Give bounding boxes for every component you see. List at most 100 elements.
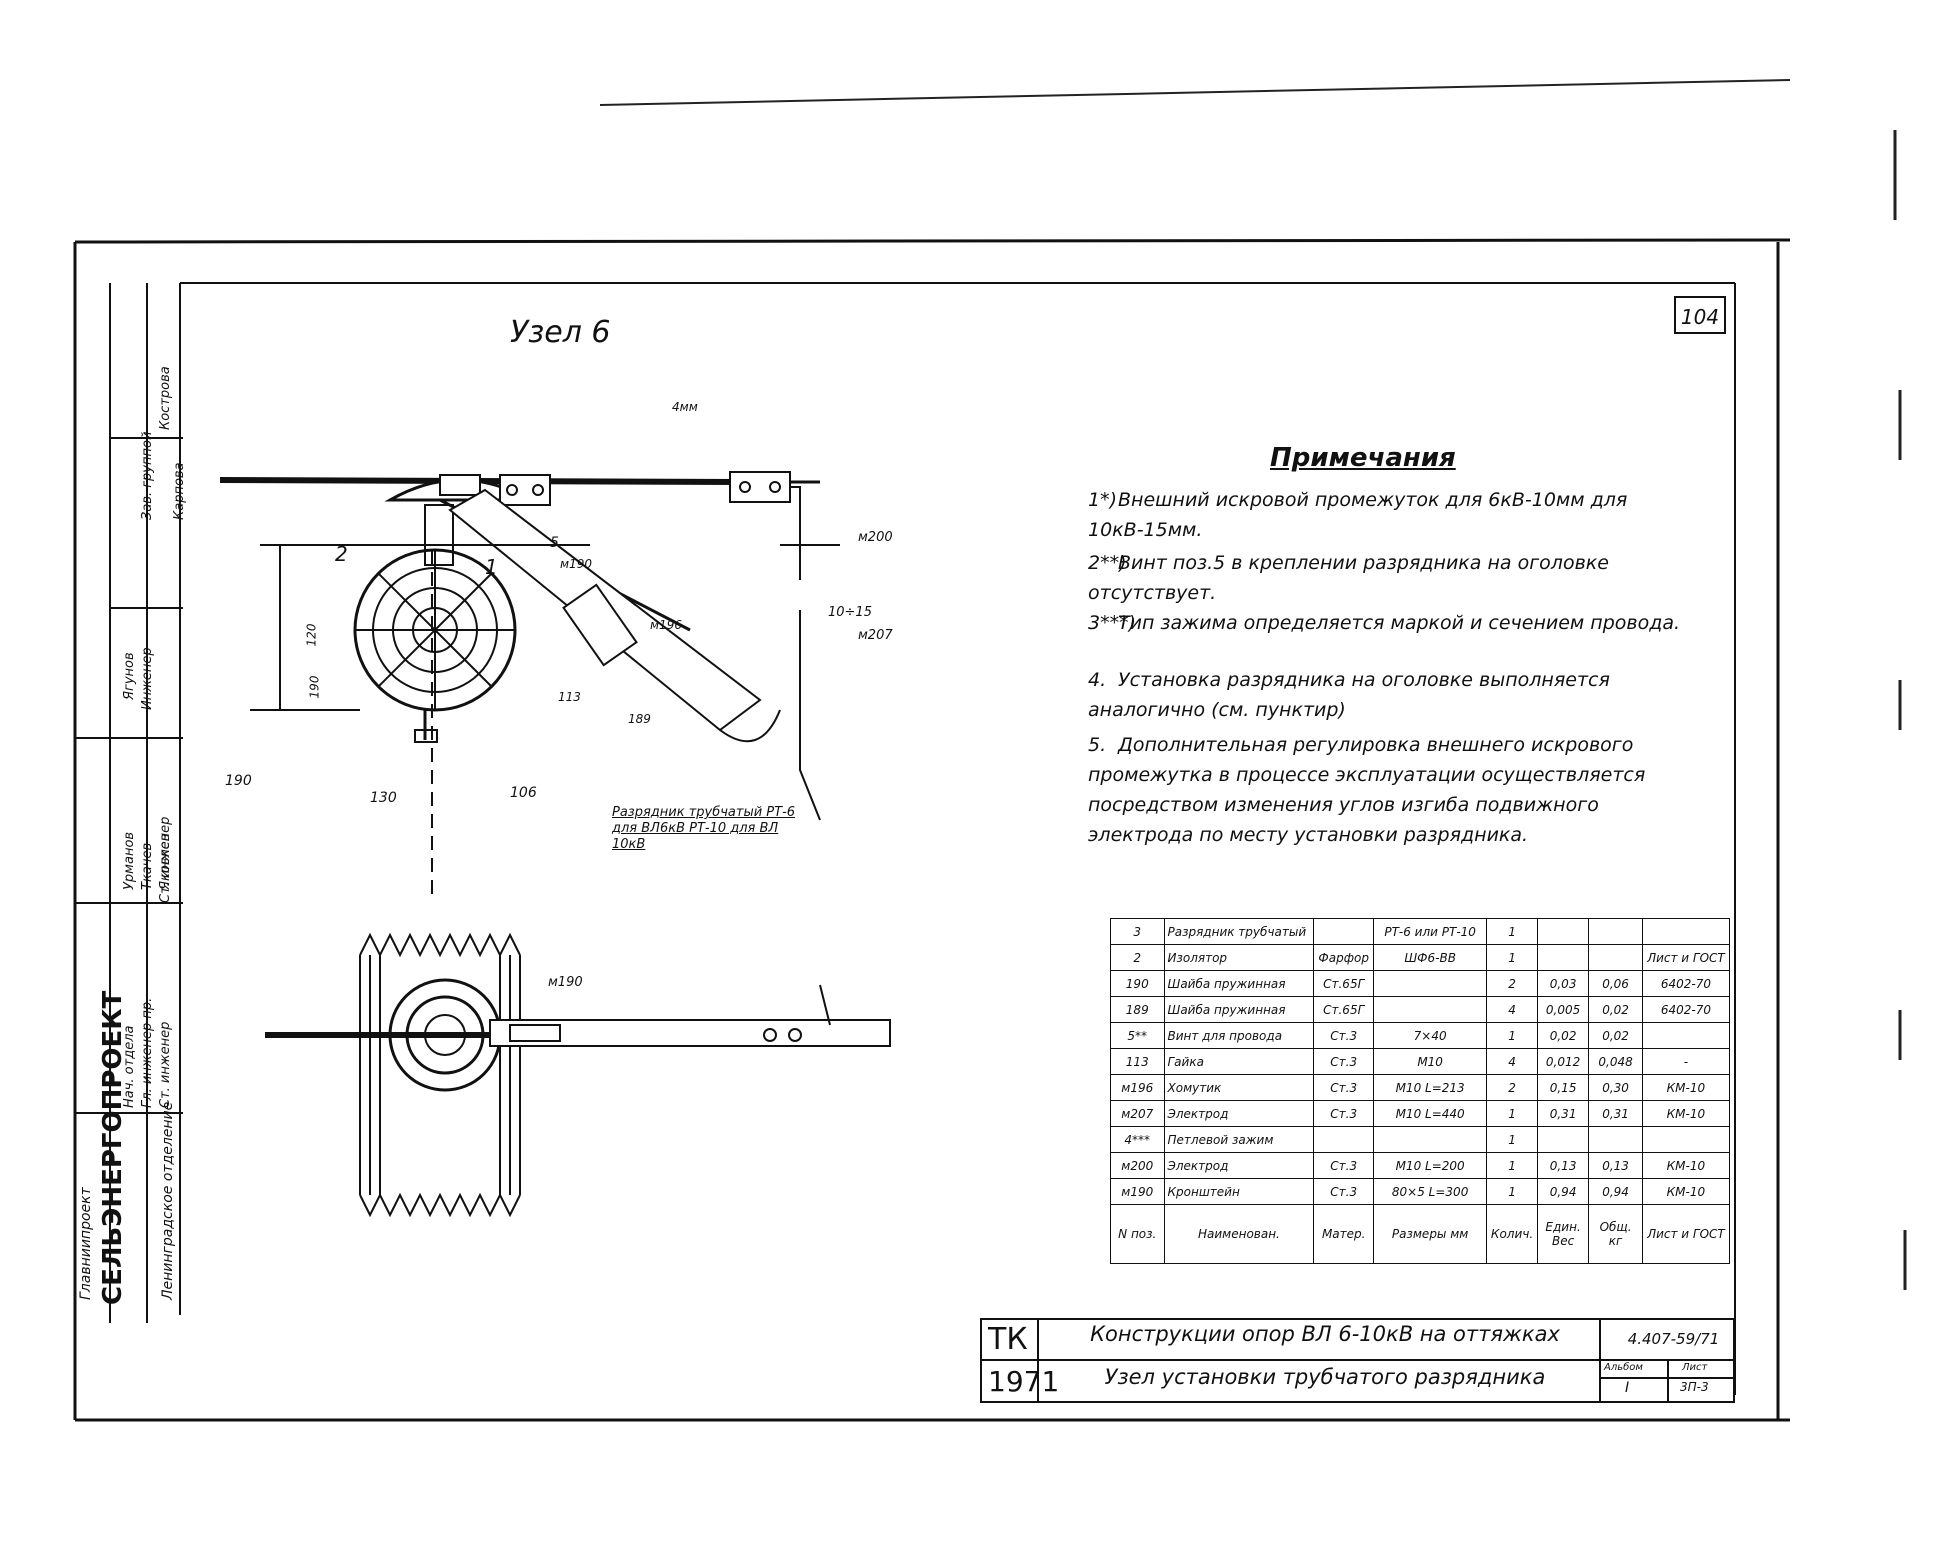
label-1: 1	[485, 555, 498, 579]
spec-cell: 0,02	[1588, 996, 1643, 1023]
spec-header-cell: Колич.	[1486, 1204, 1538, 1264]
spec-cell: 80×5 L=300	[1373, 1178, 1488, 1205]
stamp-name-6: Карпова	[172, 462, 187, 520]
note-text: Винт поз.5 в креплении разрядника на ого…	[1088, 552, 1609, 604]
spec-cell: 6402-70	[1641, 996, 1731, 1023]
spec-cell: 1	[1486, 1152, 1538, 1179]
spec-cell: 2	[1486, 1074, 1538, 1101]
spec-cell: 0,15	[1536, 1074, 1590, 1101]
spec-cell: 0,048	[1588, 1048, 1643, 1075]
spec-cell: Электрод	[1163, 1152, 1315, 1179]
title-block-album-value: I	[1625, 1380, 1630, 1396]
spec-cell: КМ-10	[1641, 1074, 1731, 1101]
spec-cell: Ст.3	[1313, 1178, 1375, 1205]
spec-cell	[1588, 918, 1643, 945]
stamp-dept: Ленинградское отделение	[160, 1101, 176, 1300]
note-num: 5.	[1088, 734, 1107, 756]
callout-arrester: Разрядник трубчатый РТ-6 для ВЛ6кВ РТ-10…	[612, 805, 796, 852]
spec-cell: КМ-10	[1641, 1100, 1731, 1127]
spec-cell	[1373, 996, 1488, 1023]
spec-cell: 0,02	[1536, 1022, 1590, 1049]
spec-cell: Лист и ГОСТ	[1641, 944, 1731, 971]
title-block-lines	[980, 1318, 1735, 1403]
note-1: 1*)Внешний искровой промежуток для 6кВ-1…	[1088, 485, 1688, 545]
spec-cell	[1588, 1126, 1643, 1153]
label-m190: м190	[560, 557, 592, 571]
spec-cell: КМ-10	[1641, 1178, 1731, 1205]
spec-cell: м196	[1110, 1074, 1165, 1101]
spec-cell: 0,94	[1536, 1178, 1590, 1205]
spec-cell: 0,94	[1588, 1178, 1643, 1205]
label-10-15: 10÷15	[828, 605, 872, 620]
label-2: 2	[335, 542, 348, 566]
label-106: 106	[510, 785, 537, 801]
spec-cell: 113	[1110, 1048, 1165, 1075]
spec-cell: М10 L=200	[1373, 1152, 1488, 1179]
spec-cell: 1	[1486, 1022, 1538, 1049]
spec-cell	[1373, 1126, 1488, 1153]
note-text: Установка разрядника на оголовке выполня…	[1088, 669, 1610, 721]
spec-cell: Изолятор	[1163, 944, 1315, 971]
spec-header-cell: Общ. кг	[1588, 1204, 1643, 1264]
note-5: 5.Дополнительная регулировка внешнего ис…	[1088, 730, 1688, 850]
page-number: 104	[1674, 296, 1726, 334]
label-113: 113	[558, 690, 581, 704]
note-text: Тип зажима определяется маркой и сечение…	[1118, 612, 1681, 634]
spec-cell: Хомутик	[1163, 1074, 1315, 1101]
label-190: 190	[307, 675, 322, 699]
spec-cell	[1536, 944, 1590, 971]
spec-cell	[1536, 918, 1590, 945]
label-189: 189	[628, 712, 651, 726]
title-block-title-1: Конструкции опор ВЛ 6-10кВ на оттяжках	[1090, 1322, 1560, 1346]
spec-cell: 2	[1110, 944, 1165, 971]
stamp-role-2: Гл. инженер пр.	[140, 997, 155, 1108]
spec-cell	[1641, 1022, 1731, 1049]
title-block-doc-number: 4.407-59/71	[1627, 1330, 1720, 1348]
spec-cell: 0,005	[1536, 996, 1590, 1023]
stamp-role-6: Зав. группой	[140, 431, 155, 520]
label-m200: м200	[858, 530, 893, 545]
spec-cell: Фарфор	[1313, 944, 1375, 971]
spec-cell: 0,31	[1536, 1100, 1590, 1127]
spec-cell: КМ-10	[1641, 1152, 1731, 1179]
label-m190-plan: м190	[548, 975, 583, 990]
note-num: 3***)	[1088, 612, 1137, 634]
spec-cell: 1	[1486, 944, 1538, 971]
spec-cell	[1313, 1126, 1375, 1153]
stamp-name-1: Урманов	[122, 831, 137, 890]
label-5: 5	[550, 535, 559, 551]
title-block-code: ТК	[988, 1322, 1028, 1357]
spec-cell: м207	[1110, 1100, 1165, 1127]
spec-cell: 190	[1110, 970, 1165, 997]
spec-cell: 5**	[1110, 1022, 1165, 1049]
stamp-name-5: Кострова	[158, 366, 173, 430]
spec-cell: Разрядник трубчатый	[1163, 918, 1315, 945]
stamp-role-1: Нач. отдела	[122, 1025, 137, 1108]
spec-cell: 4	[1486, 1048, 1538, 1075]
spec-cell: 0,13	[1536, 1152, 1590, 1179]
spec-cell: 4***	[1110, 1126, 1165, 1153]
note-3: 3***)Тип зажима определяется маркой и се…	[1088, 608, 1688, 638]
sheet-title: Узел 6	[510, 315, 611, 350]
spec-cell: 0,31	[1588, 1100, 1643, 1127]
spec-cell: Гайка	[1163, 1048, 1315, 1075]
label-190b: 190	[225, 773, 252, 789]
title-block-year: 1971	[988, 1365, 1060, 1398]
spec-cell: Ст.3	[1313, 1048, 1375, 1075]
spec-cell: 3	[1110, 918, 1165, 945]
spec-cell: Ст.3	[1313, 1074, 1375, 1101]
spec-cell: Ст.65Г	[1313, 996, 1375, 1023]
spec-cell: Ст.3	[1313, 1100, 1375, 1127]
side-stamp	[75, 283, 183, 1323]
spec-cell: -	[1641, 1048, 1731, 1075]
spec-cell: 1	[1486, 918, 1538, 945]
spec-cell: 1	[1486, 1100, 1538, 1127]
spec-cell: Шайба пружинная	[1163, 996, 1315, 1023]
